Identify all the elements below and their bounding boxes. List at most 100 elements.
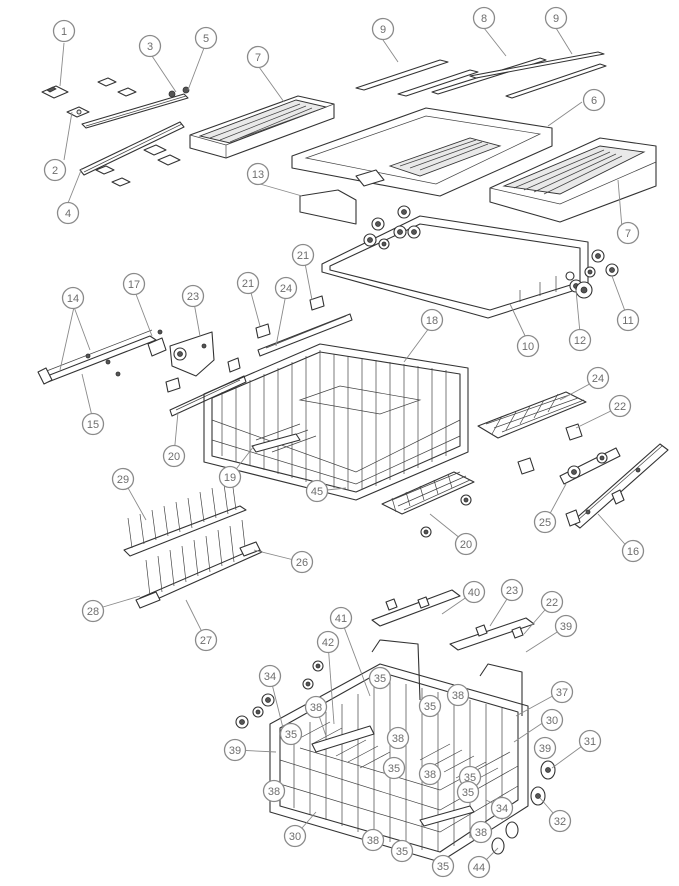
callout-circle (194, 26, 218, 50)
callout-label: 35 (437, 861, 449, 873)
callout-label: 1 (61, 26, 67, 38)
callout-c22a: 22 (608, 394, 632, 418)
callout-c20b: 20 (454, 532, 478, 556)
callout-c29: 29 (111, 467, 135, 491)
part-frame-6 (291, 107, 553, 197)
callout-label: 24 (280, 283, 292, 295)
callout-c21a: 21 (236, 271, 260, 295)
part-13 (299, 189, 357, 225)
callout-label: 6 (591, 95, 597, 107)
callout-circle (469, 820, 493, 844)
callout-c23a: 23 (181, 284, 205, 308)
callout-c41: 41 (329, 606, 353, 630)
callout-label: 7 (255, 52, 261, 64)
callout-circle (467, 855, 491, 879)
part-rail-14-15 (37, 329, 163, 385)
callout-c11: 11 (616, 308, 640, 332)
callout-label: 28 (87, 606, 99, 618)
callout-circle (533, 736, 557, 760)
callout-circle (533, 510, 557, 534)
callout-label: 40 (468, 587, 480, 599)
callout-c31: 31 (578, 729, 602, 753)
callout-circle (554, 614, 578, 638)
callout-circle (472, 6, 496, 30)
callout-c39c: 39 (533, 736, 557, 760)
callout-label: 8 (481, 13, 487, 25)
callout-circle (446, 683, 470, 707)
callout-label: 37 (556, 687, 568, 699)
callout-circle (111, 467, 135, 491)
callout-c35a: 35 (368, 666, 392, 690)
part-tray-7-right (489, 137, 657, 223)
callout-label: 19 (224, 472, 236, 484)
callout-circle (418, 694, 442, 718)
callout-label: 38 (310, 702, 322, 714)
part-wheels-31-32-44 (491, 760, 556, 855)
callout-circle (236, 271, 260, 295)
callout-c34b: 34 (490, 796, 514, 820)
callout-label: 3 (147, 41, 153, 53)
part-lower-basket (269, 639, 529, 863)
callout-label: 23 (506, 585, 518, 597)
callout-c35g: 35 (431, 854, 455, 878)
callout-circle (390, 839, 414, 863)
callout-c7a: 7 (246, 45, 270, 69)
callout-label: 38 (424, 769, 436, 781)
part-rack-24-right (477, 391, 587, 439)
callout-c32: 32 (548, 809, 572, 833)
callout-c45: 45 (305, 479, 329, 503)
callout-circle (43, 158, 67, 182)
callout-c28: 28 (81, 599, 105, 623)
callout-label: 29 (117, 474, 129, 486)
callout-c1: 1 (52, 19, 76, 43)
callout-c20a: 20 (162, 444, 186, 468)
callout-circle (578, 729, 602, 753)
callout-label: 38 (392, 733, 404, 745)
callout-circle (291, 243, 315, 267)
callout-circle (138, 34, 162, 58)
callout-label: 30 (546, 715, 558, 727)
callout-c4: 4 (56, 201, 80, 225)
callout-label: 4 (65, 208, 71, 220)
callout-c38g: 38 (469, 820, 493, 844)
callout-circle (368, 666, 392, 690)
callout-circle (500, 578, 524, 602)
callout-c21b: 21 (291, 243, 315, 267)
callout-label: 21 (242, 278, 254, 290)
callout-c5: 5 (194, 26, 218, 50)
callout-c3: 3 (138, 34, 162, 58)
part-40-39 (371, 589, 535, 651)
callout-c35c: 35 (279, 722, 303, 746)
part-20-right (381, 471, 475, 538)
callout-layer: 1234567789910111213141516171819202021212… (43, 6, 645, 879)
callout-label: 35 (424, 701, 436, 713)
callout-label: 22 (614, 401, 626, 413)
part-tray-7-left (189, 95, 335, 159)
part-basket-18 (203, 343, 469, 501)
part-rail-4 (79, 121, 185, 187)
callout-c35h: 35 (456, 780, 480, 804)
callout-c38b: 38 (304, 695, 328, 719)
callout-circle (462, 580, 486, 604)
callout-circle (290, 550, 314, 574)
callout-circle (616, 221, 640, 245)
part-21-24 (255, 295, 353, 357)
callout-label: 20 (168, 451, 180, 463)
part-bracket-1 (41, 85, 90, 118)
callout-label: 23 (187, 291, 199, 303)
callout-circle (279, 722, 303, 746)
callout-circle (274, 276, 298, 300)
callout-circle (223, 738, 247, 762)
callout-c22b: 22 (540, 590, 564, 614)
callout-circle (56, 201, 80, 225)
callout-circle (550, 680, 574, 704)
callout-circle (122, 272, 146, 296)
callout-label: 15 (87, 419, 99, 431)
callout-label: 26 (296, 557, 308, 569)
part-drawings (37, 51, 669, 863)
callout-circle (582, 88, 606, 112)
callout-c40: 40 (462, 580, 486, 604)
callout-c19: 19 (218, 465, 242, 489)
callout-circle (316, 630, 340, 654)
